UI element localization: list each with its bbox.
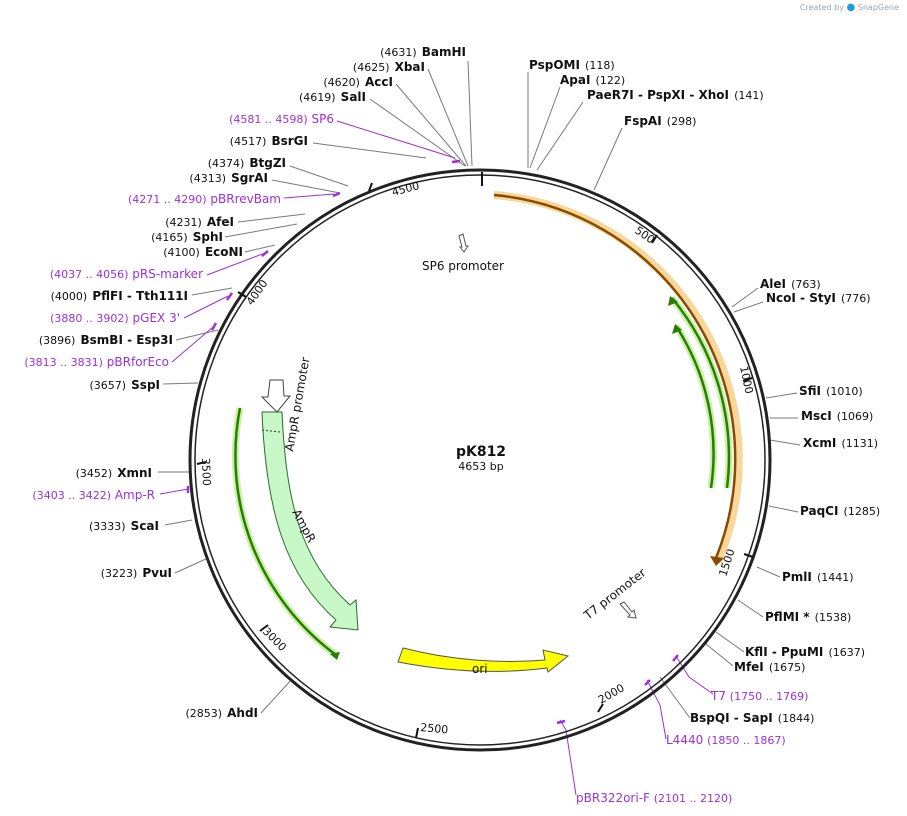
enzyme-alei: AleI (763) (760, 273, 821, 292)
primer-sp6: (4581 .. 4598) SP6 (229, 112, 334, 126)
tick-4000: 4000 (244, 277, 271, 307)
enzyme-econi: (4100) EcoNI (163, 241, 243, 260)
insert-arc (493, 193, 737, 559)
t7-promoter-label: T7 promoter (580, 565, 648, 623)
primer-l4440: L4440 (1850 .. 1867) (666, 733, 786, 747)
tick-1000: 1000 (737, 365, 756, 395)
enzyme-bamhi: (4631) BamHI (380, 41, 466, 60)
enzyme-bsrgi: (4517) BsrGI (230, 130, 308, 149)
enzyme-fspai: FspAI (298) (624, 110, 696, 129)
enzyme-paer7i-pspxi-xhoi: PaeR7I - PspXI - XhoI (141) (587, 84, 764, 103)
enzyme-bspqi-sapi: BspQI - SapI (1844) (690, 707, 814, 726)
primer-pbrrevbam: (4271 .. 4290) pBRrevBam (128, 192, 281, 206)
green-arc-left (234, 407, 337, 657)
enzyme-xmni: (3452) XmnI (76, 462, 152, 481)
enzyme-labels-right: PspOMI (118) ApaI (122) PaeR7I - PspXI -… (529, 54, 880, 726)
ampr-promoter-arrow (260, 379, 292, 413)
enzyme-btgzi: (4374) BtgZI (208, 152, 286, 171)
enzyme-bsmbi-esp3i: (3896) BsmBI - Esp3I (39, 329, 173, 348)
enzyme-scai: (3333) ScaI (89, 515, 159, 534)
plasmid-name: pK812 (456, 444, 506, 460)
plasmid-length: 4653 bp (458, 460, 503, 473)
ori-label: ori (472, 662, 488, 676)
tick-3000: 3000 (260, 625, 289, 654)
t7-promoter-arrow (619, 601, 637, 619)
primer-marks (186, 159, 679, 725)
primer-t7: T7 (1750 .. 1769) (710, 689, 808, 703)
enzyme-sali: (4619) SalI (299, 86, 366, 105)
green-arc-left-arrowhead (330, 652, 340, 660)
green-arc-outer-arrowhead (668, 296, 678, 306)
snapgene-logo-icon: ● (846, 2, 856, 13)
enzyme-pspomi: PspOMI (118) (529, 54, 615, 73)
enzyme-leader-lines (158, 60, 801, 719)
enzyme-paqci: PaqCI (1285) (800, 500, 880, 519)
backbone-inner-circle (194, 174, 766, 746)
primer-labels: (4581 .. 4598) SP6 (4271 .. 4290) pBRrev… (24, 112, 808, 805)
green-arc-inner (674, 325, 715, 489)
enzyme-apai: ApaI (122) (560, 69, 625, 88)
enzyme-pmli: PmlI (1441) (782, 566, 854, 585)
primer-leader-lines (159, 120, 714, 796)
enzyme-sphi: (4165) SphI (151, 226, 223, 245)
enzyme-sfii: SfiI (1010) (799, 380, 863, 399)
primer-prs-marker: (4037 .. 4056) pRS-marker (50, 267, 203, 281)
enzyme-kfli-ppumi: KflI - PpuMI (1637) (745, 641, 865, 660)
tick-2000: 2000 (596, 681, 627, 706)
primer-pgex3: (3880 .. 3902) pGEX 3' (50, 311, 180, 325)
tick-marks (196, 182, 754, 739)
enzyme-acci: (4620) AccI (323, 71, 393, 90)
tick-3500: 3500 (199, 458, 213, 486)
sp6-promoter-label: SP6 promoter (422, 259, 504, 273)
sp6-promoter-arrow (458, 233, 469, 253)
green-arc-inner-arrowhead (672, 324, 682, 334)
primer-pbrforeco: (3813 .. 3831) pBRforEco (24, 355, 169, 369)
snapgene-brand: SnapGene (857, 3, 899, 12)
primer-pbr322ori-f: pBR322ori-F (2101 .. 2120) (576, 791, 732, 805)
enzyme-sgrai: (4313) SgrAI (189, 167, 268, 186)
primer-amp-r: (3403 .. 3422) Amp-R (32, 488, 155, 502)
enzyme-pflmi: PflMI * (1538) (765, 606, 851, 625)
enzyme-xcmi: XcmI (1131) (803, 432, 878, 451)
enzyme-xbai: (4625) XbaI (353, 56, 425, 75)
ampr-dashed-boundary (261, 429, 281, 433)
tick-2500: 2500 (420, 721, 449, 736)
snapgene-watermark: Created by ● SnapGene (800, 2, 899, 13)
insert-arrowhead (710, 556, 724, 566)
enzyme-labels-left: (4631) BamHI (4625) XbaI (4620) AccI (46… (39, 41, 466, 721)
enzyme-ncoi-styi: NcoI - StyI (776) (766, 287, 871, 306)
enzyme-mfei: MfeI (1675) (734, 656, 805, 675)
created-by-text: Created by (799, 3, 844, 12)
ampr-promoter-label: AmpR promoter (282, 356, 312, 452)
ampr-feature (261, 411, 359, 631)
enzyme-sspi: (3657) SspI (89, 374, 160, 393)
backbone-outer-circle (188, 168, 772, 752)
enzyme-pvui: (3223) PvuI (101, 562, 172, 581)
ori-feature (397, 647, 570, 673)
enzyme-pflfi-tth111i: (4000) PflFI - Tth111I (51, 285, 188, 304)
enzyme-ahdi: (2853) AhdI (185, 702, 258, 721)
enzyme-msci: MscI (1069) (801, 405, 873, 424)
green-arc-outer (671, 297, 731, 489)
enzyme-afei: (4231) AfeI (165, 211, 234, 230)
